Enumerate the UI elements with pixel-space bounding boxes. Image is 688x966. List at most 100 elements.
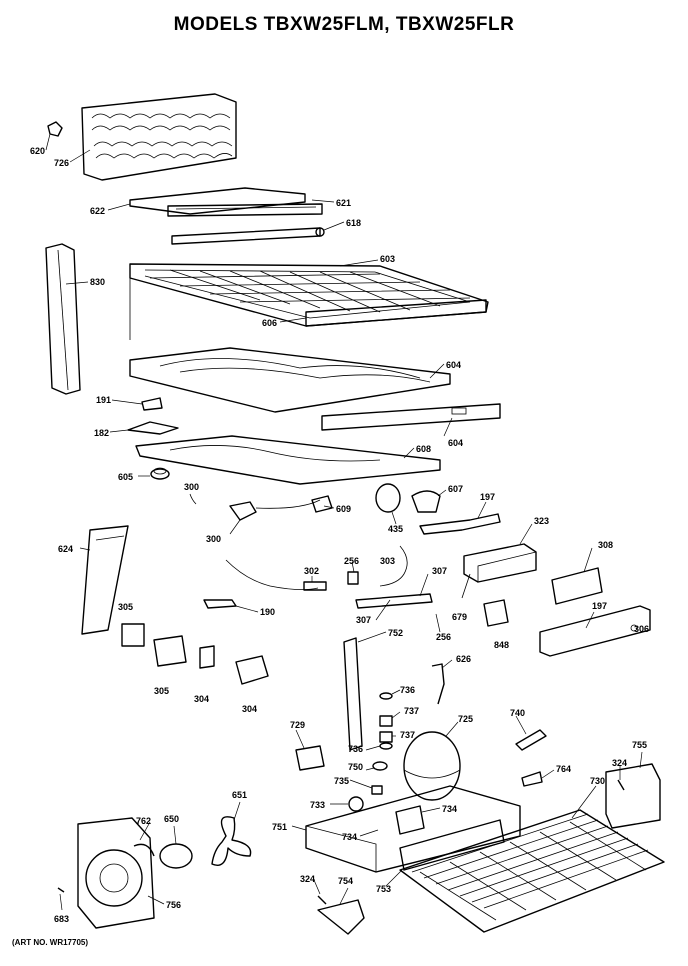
part-256-knob <box>347 571 359 585</box>
part-752-bracket <box>343 637 363 751</box>
part-624-duct <box>81 525 129 635</box>
part-607-cover <box>411 490 441 513</box>
part-750-washer <box>372 761 388 771</box>
part-303-capillary <box>379 545 408 587</box>
callout-197-harness: 197 <box>480 492 495 502</box>
callout-300-bottom: 300 <box>206 534 221 544</box>
callout-740: 740 <box>510 708 525 718</box>
part-755-bracket <box>605 763 661 829</box>
part-754-bracket <box>317 899 365 935</box>
callout-256-bottom: 256 <box>436 632 451 642</box>
part-764-drier <box>521 771 543 787</box>
callout-256-top: 256 <box>344 556 359 566</box>
part-604-strip <box>321 403 501 431</box>
callout-651: 651 <box>232 790 247 800</box>
part-302-thermostat <box>225 559 327 591</box>
callout-303: 303 <box>380 556 395 566</box>
part-650-motor <box>159 843 193 869</box>
callout-606: 606 <box>262 318 277 328</box>
callout-labels: 620 726 622 621 618 830 603 606 604 191 … <box>30 146 649 924</box>
callout-624: 624 <box>58 544 73 554</box>
part-305-switch <box>121 623 187 667</box>
callout-734-right: 734 <box>442 804 457 814</box>
callout-620: 620 <box>30 146 45 156</box>
part-605-grommet <box>150 467 170 480</box>
callout-605: 605 <box>118 472 133 482</box>
part-683-screw <box>57 887 65 893</box>
callout-305-top: 305 <box>118 602 133 612</box>
callout-751: 751 <box>272 822 287 832</box>
callout-608: 608 <box>416 444 431 454</box>
part-733-grommet <box>348 796 364 812</box>
callout-308: 308 <box>598 540 613 550</box>
callout-190: 190 <box>260 607 275 617</box>
callout-725: 725 <box>458 714 473 724</box>
callout-756: 756 <box>166 900 181 910</box>
part-730-condenser <box>399 809 665 933</box>
part-609-switch <box>311 495 333 513</box>
callout-737-bottom: 737 <box>400 730 415 740</box>
part-756-shroud <box>77 817 155 929</box>
part-735-clip <box>371 785 383 795</box>
callout-323: 323 <box>534 516 549 526</box>
callout-683: 683 <box>54 914 69 924</box>
callout-737-top: 737 <box>404 706 419 716</box>
callout-750: 750 <box>348 762 363 772</box>
part-618-heater <box>171 227 325 245</box>
part-622-bracket <box>129 187 306 215</box>
callout-604-strip: 604 <box>448 438 463 448</box>
callout-302: 302 <box>304 566 319 576</box>
callout-603: 603 <box>380 254 395 264</box>
callout-182: 182 <box>94 428 109 438</box>
part-608-drain-pan <box>135 435 441 485</box>
callout-735: 735 <box>334 776 349 786</box>
part-324-screw <box>317 779 625 905</box>
callout-621: 621 <box>336 198 351 208</box>
callout-736-top: 736 <box>400 685 415 695</box>
callout-730: 730 <box>590 776 605 786</box>
diagram-title: MODELS TBXW25FLM, TBXW25FLR <box>173 14 515 35</box>
callout-752: 752 <box>388 628 403 638</box>
part-435-bulb <box>375 483 401 513</box>
part-307-rail <box>355 593 433 609</box>
callout-304-left: 304 <box>194 694 209 704</box>
art-number: (ART NO. WR17705) <box>12 938 89 947</box>
part-737-spacer <box>379 715 393 743</box>
part-651-fan-blade <box>211 816 252 866</box>
part-736-grommet <box>379 692 393 750</box>
callout-733: 733 <box>310 800 325 810</box>
callout-626: 626 <box>456 654 471 664</box>
callout-197-console: 197 <box>592 601 607 611</box>
callout-435: 435 <box>388 524 403 534</box>
part-762-grommet <box>133 843 155 857</box>
callout-734-left: 734 <box>342 832 357 842</box>
callout-764: 764 <box>556 764 571 774</box>
callout-324-bottom: 324 <box>300 874 315 884</box>
part-308-plate <box>551 567 603 605</box>
part-740-tube <box>515 729 547 751</box>
part-604-pan <box>129 347 451 413</box>
callout-618: 618 <box>346 218 361 228</box>
part-603-shelf <box>129 263 489 340</box>
callout-300-top: 300 <box>184 482 199 492</box>
callout-305-bottom: 305 <box>154 686 169 696</box>
callout-753: 753 <box>376 884 391 894</box>
callout-762: 762 <box>136 816 151 826</box>
callout-729: 729 <box>290 720 305 730</box>
part-182-hinge <box>127 421 179 435</box>
part-190-wire <box>203 599 237 609</box>
part-626-cord <box>431 663 445 705</box>
callout-830: 830 <box>90 277 105 287</box>
part-620-clip <box>47 121 63 137</box>
callout-622: 622 <box>90 206 105 216</box>
callout-324-right: 324 <box>612 758 627 768</box>
callout-679: 679 <box>452 612 467 622</box>
part-679-wire <box>461 573 471 599</box>
callout-191: 191 <box>96 395 111 405</box>
callout-754: 754 <box>338 876 353 886</box>
callout-607: 607 <box>448 484 463 494</box>
part-191-bracket <box>141 397 163 411</box>
callout-304-right: 304 <box>242 704 257 714</box>
callout-848: 848 <box>494 640 509 650</box>
